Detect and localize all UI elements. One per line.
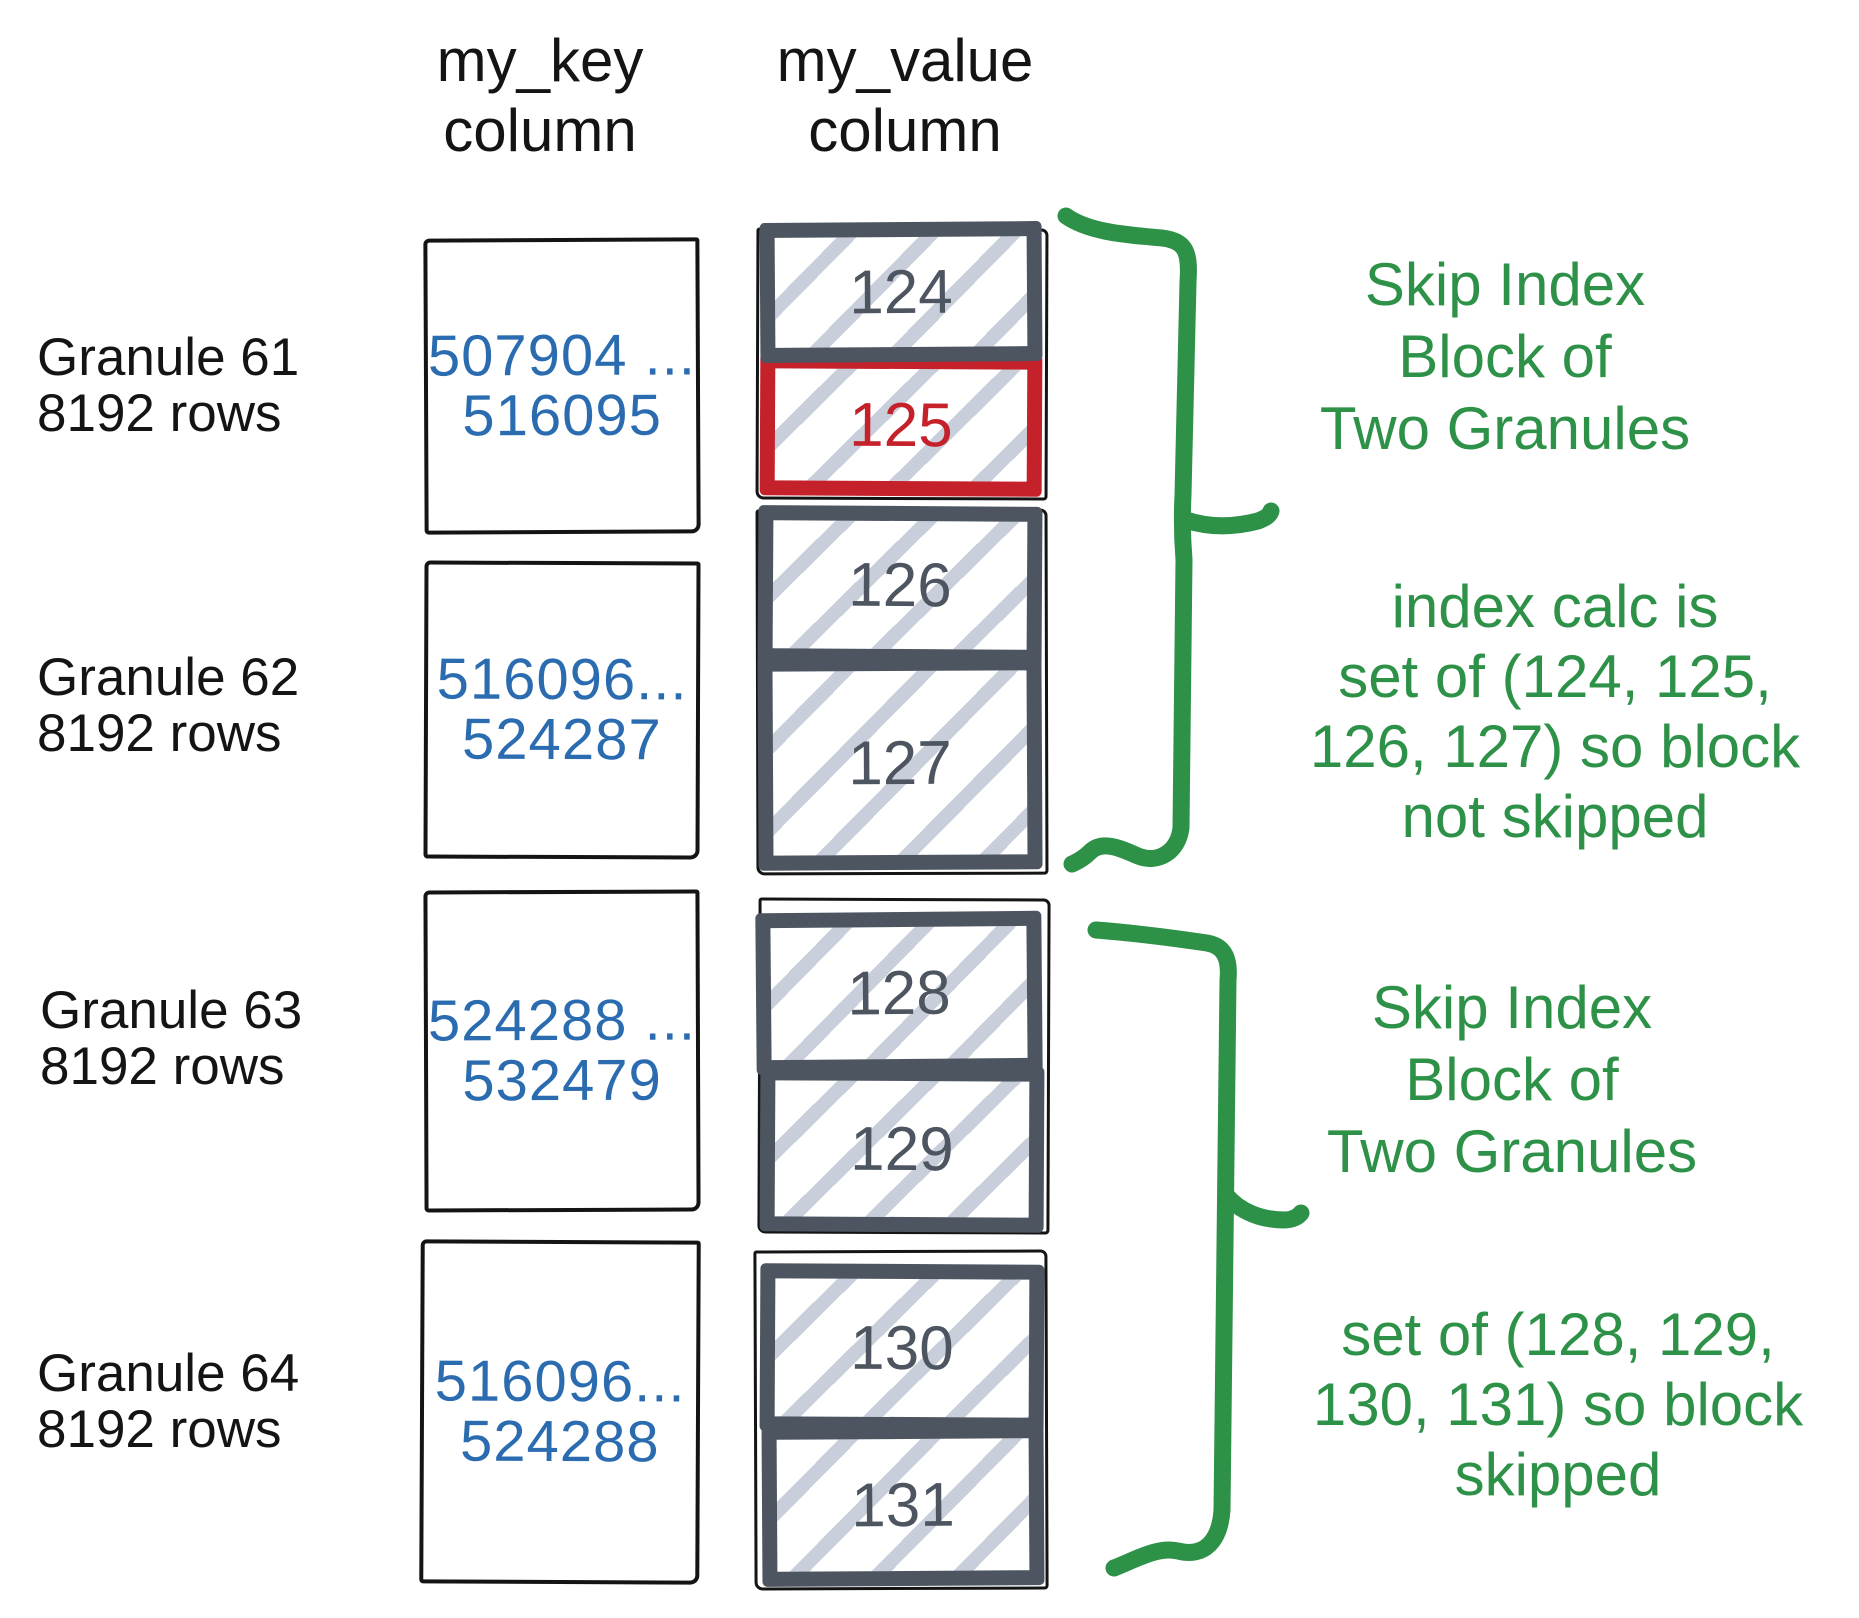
block-number: 127	[848, 728, 952, 798]
annotation-line: Two Granules	[1326, 1118, 1698, 1185]
granule-62-key-range: 516096...524287	[436, 646, 688, 773]
header-line: my_key	[436, 27, 644, 94]
header-line: column	[808, 97, 1002, 164]
granule-rowcount: 8192 rows	[37, 1400, 282, 1459]
my-value-column-header: my_value column	[740, 26, 1070, 166]
value-block-130: 130	[759, 1263, 1045, 1433]
annotation-line: set of (128, 129,	[1341, 1301, 1775, 1368]
granule-63-label: Granule 63 8192 rows	[40, 983, 302, 1095]
block-number: 126	[848, 550, 952, 620]
block-number: 125	[849, 390, 953, 460]
value-block-126: 126	[757, 505, 1043, 665]
granule-62-label: Granule 62 8192 rows	[37, 650, 299, 762]
annotation-line: Skip Index	[1364, 251, 1646, 318]
block-number: 129	[850, 1114, 954, 1184]
granule-64-label: Granule 64 8192 rows	[37, 1346, 299, 1458]
annotation-line: Two Granules	[1319, 395, 1691, 462]
block-number: 131	[851, 1470, 955, 1540]
granule-63-key-box: 524288 ...532479	[423, 889, 701, 1213]
granule-61-key-box: 507904 ...516095	[423, 237, 701, 535]
key-max: 524288	[459, 1408, 660, 1475]
granule-62-key-box: 516096...524287	[423, 560, 701, 860]
brace-block-2-tick	[1217, 1186, 1310, 1229]
key-min: 524288 ...	[427, 987, 697, 1054]
granule-name: Granule 62	[37, 648, 300, 707]
granule-name: Granule 61	[37, 328, 300, 387]
annotation-line: not skipped	[1401, 783, 1709, 850]
header-line: my_value	[776, 27, 1034, 94]
granule-rowcount: 8192 rows	[37, 384, 282, 443]
key-min: 516096...	[434, 1348, 686, 1415]
block-number: 128	[846, 958, 952, 1028]
granule-64-key-box: 516096...524288	[419, 1239, 701, 1585]
annotation-line: set of (124, 125,	[1338, 643, 1772, 710]
granule-63-key-range: 524288 ...532479	[427, 987, 697, 1114]
annotation-skip-block-2-detail: set of (128, 129, 130, 131) so block ski…	[1248, 1300, 1859, 1510]
annotation-skip-block-1-title: Skip Index Block of Two Granules	[1195, 249, 1815, 465]
granule-name: Granule 63	[40, 981, 303, 1040]
annotation-skip-block-2-title: Skip Index Block of Two Granules	[1202, 972, 1822, 1188]
header-line: column	[443, 97, 637, 164]
brace-block-1	[1057, 207, 1197, 873]
value-block-127: 127	[757, 655, 1043, 871]
annotation-line: 130, 131) so block	[1312, 1371, 1804, 1438]
annotation-line: 126, 127) so block	[1309, 713, 1801, 780]
granule-64-key-range: 516096...524288	[434, 1348, 686, 1475]
key-min: 516096...	[436, 646, 688, 713]
granule-61-label: Granule 61 8192 rows	[37, 330, 299, 442]
annotation-line: skipped	[1454, 1441, 1662, 1508]
my-key-column-header: my_key column	[375, 26, 705, 166]
key-max: 532479	[462, 1047, 662, 1114]
annotation-line: Skip Index	[1371, 974, 1653, 1041]
annotation-skip-block-1-detail: index calc is set of (124, 125, 126, 127…	[1245, 572, 1859, 852]
key-max: 524287	[462, 706, 662, 773]
block-number: 130	[850, 1313, 954, 1383]
annotation-line: index calc is	[1391, 573, 1719, 640]
key-max: 516095	[462, 382, 663, 449]
value-block-131: 131	[761, 1423, 1045, 1587]
granule-rowcount: 8192 rows	[37, 704, 282, 763]
granule-name: Granule 64	[37, 1344, 300, 1403]
block-number: 124	[849, 257, 953, 327]
value-block-125-highlighted: 125	[759, 353, 1043, 497]
value-block-128: 128	[755, 910, 1043, 1076]
granule-rowcount: 8192 rows	[40, 1037, 285, 1096]
key-min: 507904 ...	[427, 322, 697, 389]
value-block-124: 124	[759, 221, 1043, 363]
value-block-129: 129	[759, 1065, 1045, 1233]
brace-block-1-tick	[1177, 502, 1280, 535]
annotation-line: Block of	[1405, 1046, 1619, 1113]
annotation-line: Block of	[1398, 323, 1612, 390]
granule-61-key-range: 507904 ...516095	[427, 322, 697, 449]
